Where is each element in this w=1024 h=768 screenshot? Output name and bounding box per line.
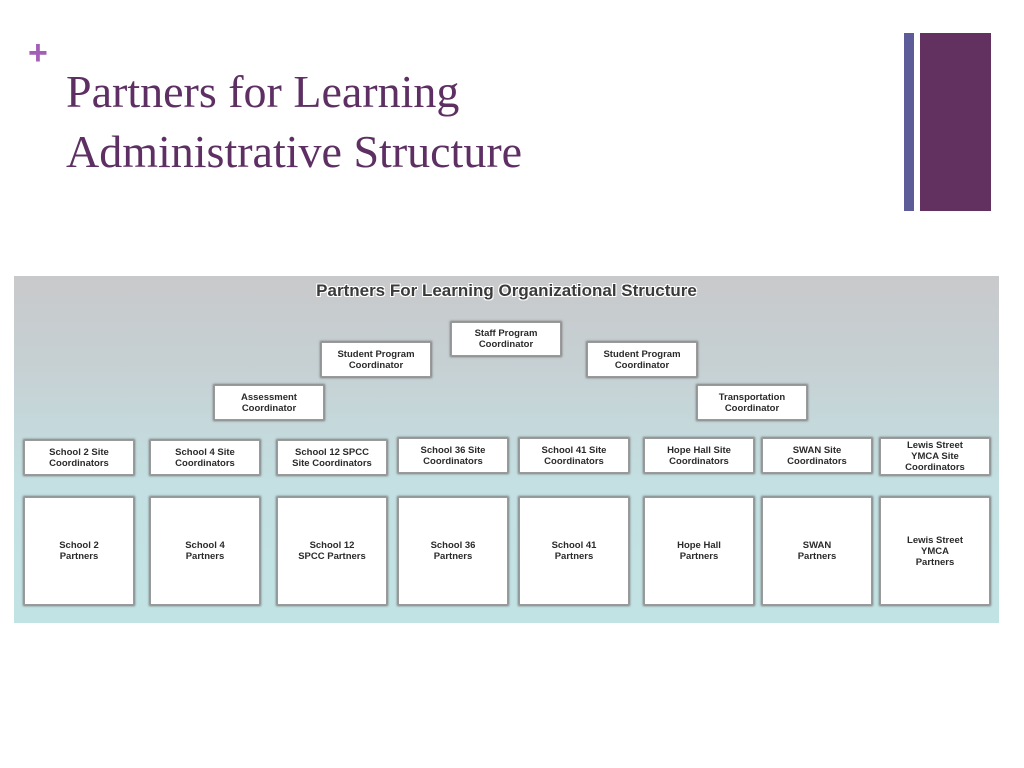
site-coordinator-box: SWAN Site Coordinators — [762, 438, 872, 473]
site-coordinator-box: School 36 Site Coordinators — [398, 438, 508, 473]
partners-box: Lewis Street YMCA Partners — [880, 497, 990, 605]
transportation-coordinator-box: Transportation Coordinator — [697, 385, 807, 420]
site-coordinator-box: Hope Hall Site Coordinators — [644, 438, 754, 473]
partners-box: School 41 Partners — [519, 497, 629, 605]
student-program-coordinator-right-box: Student Program Coordinator — [587, 342, 697, 377]
site-coordinator-box: School 12 SPCC Site Coordinators — [277, 440, 387, 475]
slide-title-line-1: Partners for Learning — [66, 66, 460, 117]
assessment-coordinator-box: Assessment Coordinator — [214, 385, 324, 420]
accent-bar-thick — [920, 33, 991, 211]
student-program-coordinator-left-box: Student Program Coordinator — [321, 342, 431, 377]
org-chart: Partners For Learning Organizational Str… — [14, 276, 999, 623]
accent-bar-thin — [904, 33, 914, 211]
partners-box: SWAN Partners — [762, 497, 872, 605]
org-chart-title: Partners For Learning Organizational Str… — [316, 281, 697, 300]
partners-box: Hope Hall Partners — [644, 497, 754, 605]
slide-title: Partners for Learning Administrative Str… — [66, 62, 522, 182]
site-coordinator-box: School 2 Site Coordinators — [24, 440, 134, 475]
partners-box: School 36 Partners — [398, 497, 508, 605]
site-coordinator-box: School 41 Site Coordinators — [519, 438, 629, 473]
partners-box: School 12 SPCC Partners — [277, 497, 387, 605]
partners-box: School 4 Partners — [150, 497, 260, 605]
site-coordinator-box: School 4 Site Coordinators — [150, 440, 260, 475]
slide-title-line-2: Administrative Structure — [66, 126, 523, 177]
bullet-plus-icon: + — [28, 34, 48, 72]
site-coordinator-box: Lewis Street YMCA Site Coordinators — [880, 438, 990, 475]
partners-box: School 2 Partners — [24, 497, 134, 605]
staff-program-coordinator-box: Staff Program Coordinator — [451, 322, 561, 356]
